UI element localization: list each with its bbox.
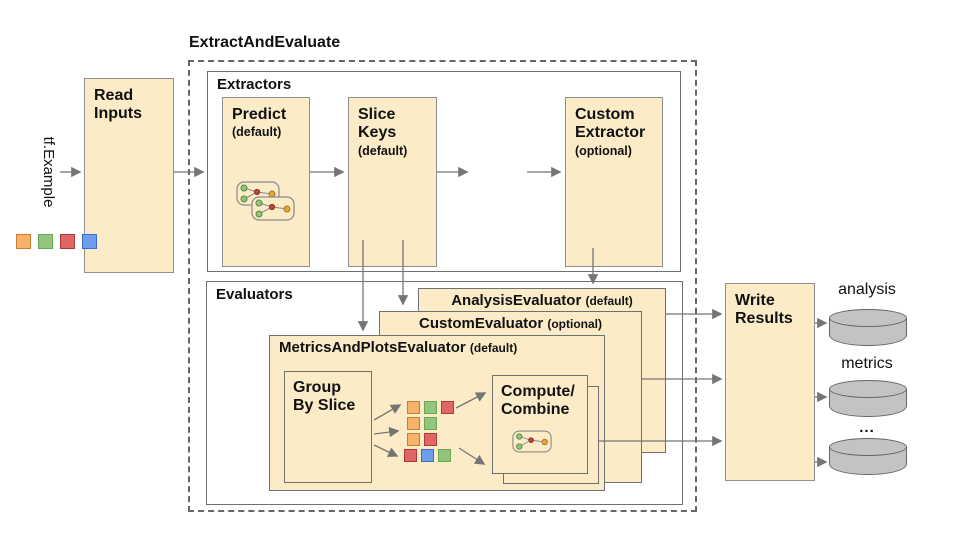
blue-square — [82, 234, 97, 249]
page-title: ExtractAndEvaluate — [189, 34, 341, 51]
metrics-and-plots-evaluator-label: MetricsAndPlotsEvaluator (default) — [279, 339, 518, 356]
slice-row-1 — [407, 401, 454, 414]
predict-label: Predict — [232, 106, 287, 123]
group-by-slice-label-line1: Group — [293, 379, 341, 396]
evaluators-section-label: Evaluators — [216, 286, 293, 303]
orange-square — [407, 417, 420, 430]
write-results-label-line2: Results — [735, 310, 793, 328]
slice-row-3 — [407, 433, 437, 446]
red-square — [60, 234, 75, 249]
group-by-slice-label-line2: By Slice — [293, 397, 356, 415]
slice-row-2 — [407, 417, 437, 430]
orange-square — [16, 234, 31, 249]
orange-square — [407, 433, 420, 446]
blue-square — [421, 449, 434, 462]
slice-row-4 — [404, 449, 451, 462]
write-results-label-line1: Write — [735, 292, 775, 309]
compute-combine-graph-icon — [512, 430, 552, 453]
custom-evaluator-label: CustomEvaluator (optional) — [418, 315, 603, 332]
green-square — [424, 401, 437, 414]
red-square — [424, 433, 437, 446]
green-square — [38, 234, 53, 249]
green-square — [424, 417, 437, 430]
custom-extractor-qualifier: (optional) — [575, 143, 632, 158]
group-by-slice-box: Group By Slice — [284, 371, 372, 483]
compute-combine-label-line2: Combine — [501, 401, 570, 419]
other-datastore-cylinder — [829, 438, 907, 476]
metrics-output-label: metrics — [841, 355, 893, 372]
custom-extractor-box: Custom Extractor (optional) — [565, 97, 663, 267]
red-square — [441, 401, 454, 414]
green-square — [438, 449, 451, 462]
compute-combine-label-line1: Compute/ — [501, 383, 575, 400]
read-inputs-label-line2: Inputs — [94, 105, 142, 123]
slice-keys-label: Slice Keys — [358, 106, 397, 142]
outputs-ellipsis: ... — [859, 419, 875, 436]
write-results-box: Write Results — [725, 283, 815, 481]
extractors-section-label: Extractors — [217, 76, 292, 93]
tf-example-label: tf.Example — [40, 136, 57, 208]
read-inputs-box: Read Inputs — [84, 78, 174, 273]
red-square — [404, 449, 417, 462]
compute-combine-box: Compute/ Combine — [492, 375, 588, 474]
analysis-datastore-cylinder — [829, 309, 907, 347]
predict-qualifier: (default) — [232, 125, 282, 140]
slice-keys-extractor-box: Slice Keys (default) — [348, 97, 437, 267]
orange-square — [407, 401, 420, 414]
read-inputs-label-line1: Read — [94, 87, 134, 104]
predict-graph-icon — [236, 181, 280, 206]
extract-and-evaluate-container — [188, 60, 697, 512]
slice-keys-qualifier: (default) — [358, 143, 408, 158]
metrics-datastore-cylinder — [829, 380, 907, 418]
custom-extractor-label: Custom Extractor — [575, 106, 646, 142]
analysis-output-label: analysis — [838, 281, 896, 298]
analysis-evaluator-label: AnalysisEvaluator (default) — [451, 292, 633, 309]
predict-graph-icon — [251, 196, 295, 221]
tf-example-color-legend — [16, 234, 97, 249]
